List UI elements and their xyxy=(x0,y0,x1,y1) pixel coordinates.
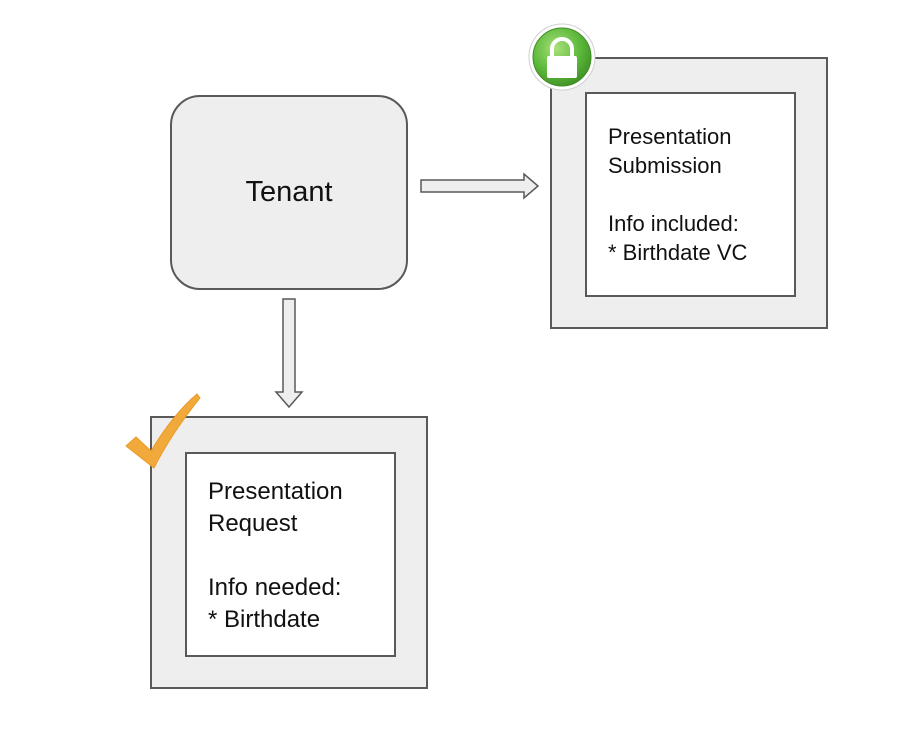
submission-spacer xyxy=(608,180,747,209)
tenant-node: Tenant xyxy=(170,95,408,290)
submission-frame: Presentation Submission Info included: *… xyxy=(550,57,828,329)
submission-title-line2: Submission xyxy=(608,153,722,178)
arrow-to-submission xyxy=(420,172,540,200)
submission-info-label: Info included: xyxy=(608,211,739,236)
request-card: Presentation Request Info needed: * Birt… xyxy=(185,452,396,657)
arrow-to-request xyxy=(274,298,304,409)
submission-title-line1: Presentation xyxy=(608,124,732,149)
submission-text: Presentation Submission Info included: *… xyxy=(608,122,747,267)
request-info-label: Info needed: xyxy=(208,574,342,601)
submission-info-item: * Birthdate VC xyxy=(608,240,748,265)
tenant-label: Tenant xyxy=(245,176,333,208)
submission-card: Presentation Submission Info included: *… xyxy=(585,92,796,297)
request-title-line1: Presentation xyxy=(208,478,343,505)
request-info-item: * Birthdate xyxy=(208,606,321,633)
request-text: Presentation Request Info needed: * Birt… xyxy=(208,476,343,636)
request-title-line2: Request xyxy=(208,510,298,537)
request-spacer xyxy=(208,540,343,572)
request-frame: Presentation Request Info needed: * Birt… xyxy=(150,416,428,689)
